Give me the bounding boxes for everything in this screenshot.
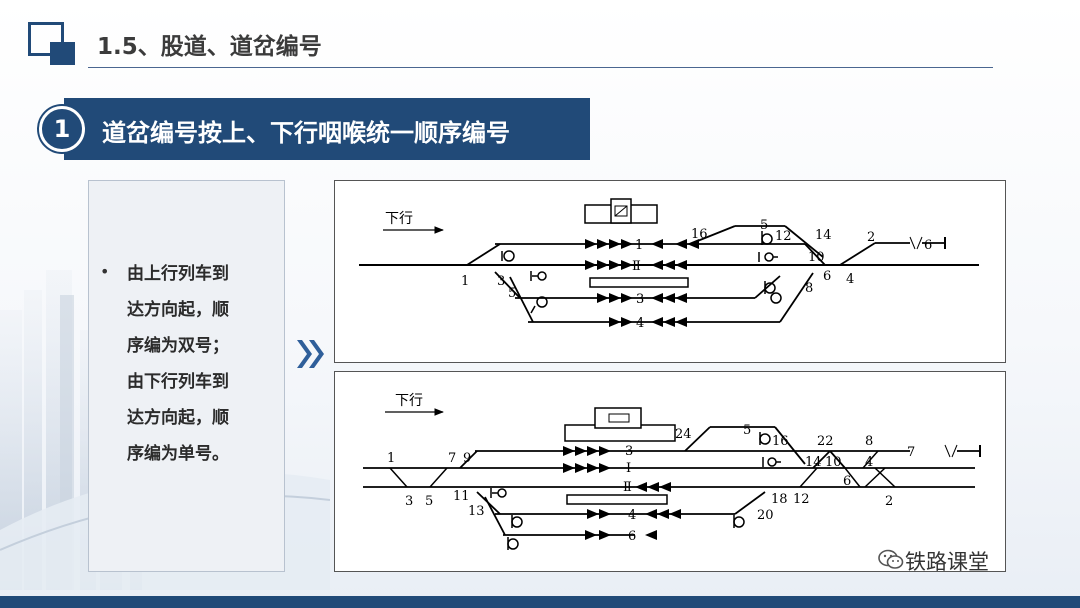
explanation-line: 序编为单号。 (127, 444, 229, 464)
direction-label: 下行 (385, 211, 413, 227)
double-chevron-right-icon (297, 340, 324, 368)
section-heading: 道岔编号按上、下行咽喉统一顺序编号 (102, 119, 510, 147)
track-diagram-top: 下行 (334, 180, 1006, 363)
switch-label: 7 (448, 451, 456, 466)
track-label: Ⅱ (623, 480, 632, 495)
switch-label: 8 (805, 281, 813, 296)
switch-label: 6 (823, 269, 831, 284)
switch-label: 12 (793, 492, 810, 507)
explanation-line: 达方向起，顺 (127, 408, 229, 428)
explanation-line: 由上行列车到 (127, 264, 229, 284)
explanation-panel (88, 180, 285, 572)
title-divider (88, 67, 993, 68)
track-label: 4 (636, 316, 644, 331)
track-label: 1 (635, 238, 643, 253)
track-diagram-top-drawing: 下行 (359, 198, 979, 331)
switch-label: 11 (453, 489, 470, 504)
bullet-marker: • (100, 262, 110, 281)
switch-label: 2 (867, 230, 875, 245)
explanation-text: 由上行列车到 达方向起，顺 序编为双号； 由下行列车到 达方向起，顺 序编为单号… (127, 256, 277, 472)
switch-label: 1 (387, 451, 395, 466)
switch-label: 20 (757, 508, 774, 523)
page-title: 1.5、股道、道岔编号 (97, 34, 322, 60)
watermark-text: 铁路课堂 (905, 550, 989, 574)
switch-label: 12 (775, 229, 792, 244)
track-label: Ⅰ (626, 461, 631, 476)
header-logo-icon (28, 22, 75, 65)
switch-label: 5 (743, 423, 751, 438)
switch-label: 16 (691, 227, 708, 242)
track-label: 3 (636, 292, 644, 307)
switch-label: 1 (461, 274, 469, 289)
switch-label: 4 (865, 455, 873, 470)
track-label: 6 (628, 529, 636, 544)
switch-label: 13 (468, 504, 485, 519)
direction-label: 下行 (395, 393, 423, 409)
switch-label: 8 (865, 434, 873, 449)
explanation-line: 由下行列车到 (127, 372, 229, 392)
switch-label: 16 (772, 434, 789, 449)
track-diagram-bottom-drawing: 下行 (363, 393, 981, 550)
switch-label: 9 (463, 451, 471, 466)
switch-label: 22 (817, 434, 834, 449)
switch-label: 10 (825, 455, 842, 470)
switch-label: 3 (405, 494, 413, 509)
switch-label: 6 (843, 474, 851, 489)
switch-label: 18 (771, 492, 788, 507)
switch-label: 7 (907, 445, 915, 460)
track-label: Ⅱ (632, 259, 641, 274)
switch-label: 2 (885, 494, 893, 509)
switch-label: 24 (675, 427, 692, 442)
switch-label: 14 (815, 228, 832, 243)
section-number-badge: 1 (39, 106, 85, 152)
switch-label: 4 (846, 272, 854, 287)
explanation-line: 达方向起，顺 (127, 300, 229, 320)
footer-bar (0, 596, 1080, 608)
switch-label: 14 (805, 455, 822, 470)
switch-label: 10 (808, 250, 825, 265)
wechat-icon (878, 549, 904, 569)
switch-label: 5 (760, 218, 768, 233)
track-label: 3 (625, 444, 633, 459)
track-diagram-bottom: 下行 (334, 371, 1006, 572)
switch-label: 3 (497, 274, 505, 289)
switch-label: 5 (425, 494, 433, 509)
switch-label: 5 (508, 286, 516, 301)
explanation-line: 序编为双号； (127, 336, 229, 356)
switch-label: 6 (924, 238, 932, 253)
section-banner (64, 98, 590, 160)
track-label: 4 (628, 508, 636, 523)
